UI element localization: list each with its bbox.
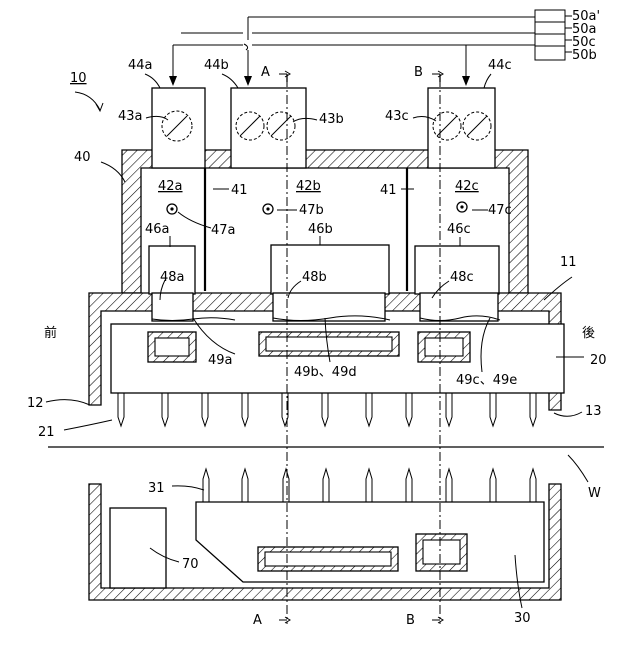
label-section-a-bottom: A <box>253 613 262 628</box>
label-41-right: 41 <box>380 183 397 198</box>
label-44a: 44a <box>128 58 153 73</box>
label-46c: 46c <box>447 222 471 237</box>
label-49b-49d: 49b、49d <box>294 365 357 380</box>
label-49a: 49a <box>208 353 233 368</box>
label-48c: 48c <box>450 270 474 285</box>
label-30: 30 <box>514 611 531 626</box>
label-43a: 43a <box>118 109 143 124</box>
label-50b: 50b <box>572 48 597 63</box>
label-48b: 48b <box>302 270 327 285</box>
label-section-b-top: B <box>414 65 423 80</box>
label-31: 31 <box>148 481 165 496</box>
label-21: 21 <box>38 425 55 440</box>
label-42b: 42b <box>296 179 321 194</box>
label-13: 13 <box>585 404 602 419</box>
label-48a: 48a <box>160 270 185 285</box>
part-70-block <box>110 508 166 588</box>
label-70: 70 <box>182 557 199 572</box>
label-49c-49e: 49c、49e <box>456 373 517 388</box>
lower-pins-31 <box>203 469 536 502</box>
label-44c: 44c <box>488 58 512 73</box>
label-section-a-top: A <box>261 65 270 80</box>
label-47b: 47b <box>299 203 324 218</box>
label-42c: 42c <box>455 179 479 194</box>
label-device-10: 10 <box>70 71 87 86</box>
label-47a: 47a <box>211 223 236 238</box>
label-42a: 42a <box>158 179 183 194</box>
label-section-b-bottom: B <box>406 613 415 628</box>
upper-pins-21 <box>118 393 536 426</box>
label-43c: 43c <box>385 109 409 124</box>
label-47c: 47c <box>488 203 512 218</box>
label-46a: 46a <box>145 222 170 237</box>
label-41-left: 41 <box>231 183 248 198</box>
label-43b: 43b <box>319 112 344 127</box>
gas-supply-lines <box>169 10 572 86</box>
label-20: 20 <box>590 353 607 368</box>
label-front: 前 <box>44 325 57 341</box>
label-46b: 46b <box>308 222 333 237</box>
label-rear: 後 <box>582 326 595 341</box>
label-44b: 44b <box>204 58 229 73</box>
label-W: W <box>588 486 601 501</box>
lower-electrode-30 <box>196 502 544 582</box>
label-40: 40 <box>74 150 91 165</box>
label-12: 12 <box>27 396 44 411</box>
label-11: 11 <box>560 255 577 270</box>
